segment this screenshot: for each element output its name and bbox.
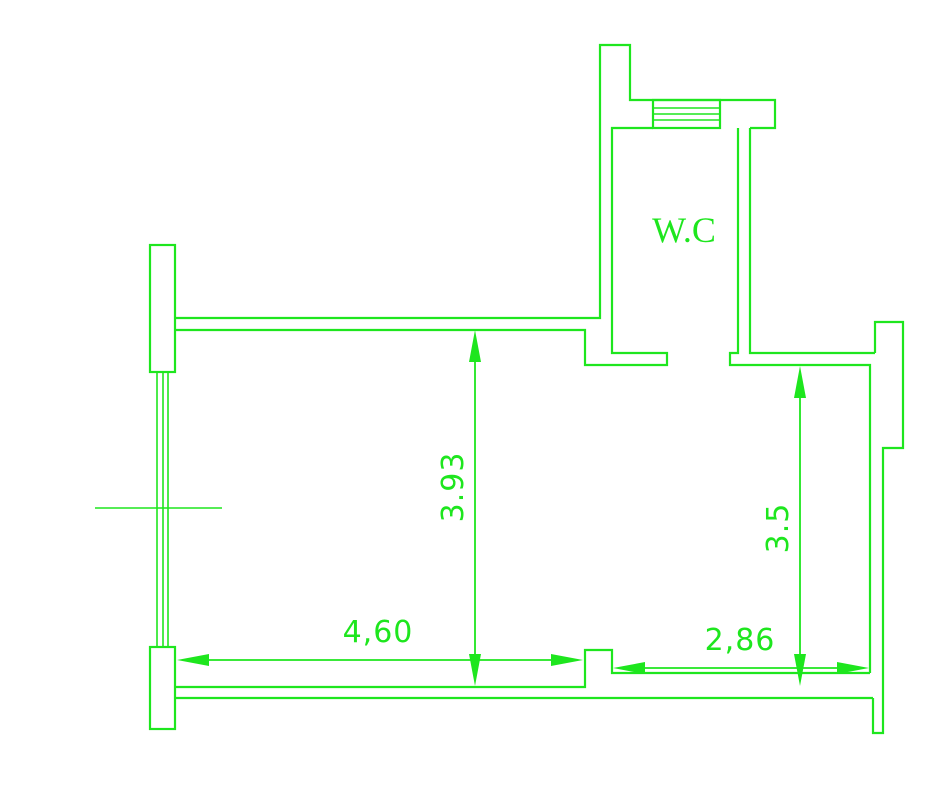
wall-left-top-stub [148, 243, 177, 374]
wall-right-outer [871, 320, 905, 735]
wc-right-outer-wall [748, 128, 875, 355]
wall-top-inner [175, 328, 612, 367]
dimension-left-height: 3.93 [436, 330, 481, 686]
wall-bottom-inner [175, 648, 870, 689]
dimension-left-width: 4,60 [177, 615, 583, 666]
walls [95, 43, 905, 735]
wall-right-inner [750, 363, 872, 673]
wall-left-bottom-stub [148, 645, 177, 731]
dimension-label-left-height: 3.93 [436, 452, 471, 523]
dimension-label-right-height: 3.5 [761, 503, 796, 554]
wall-top-outer [175, 43, 777, 320]
dimension-right-height: 3.5 [761, 366, 806, 686]
dimension-label-right-width: 2,86 [705, 623, 776, 658]
room-label-wc: W.C [652, 210, 716, 250]
wc-left-wall [610, 126, 669, 367]
wc-right-inner-wall [728, 128, 750, 367]
dimension-right-width: 2,86 [613, 623, 869, 674]
dimension-label-left-width: 4,60 [343, 615, 414, 650]
